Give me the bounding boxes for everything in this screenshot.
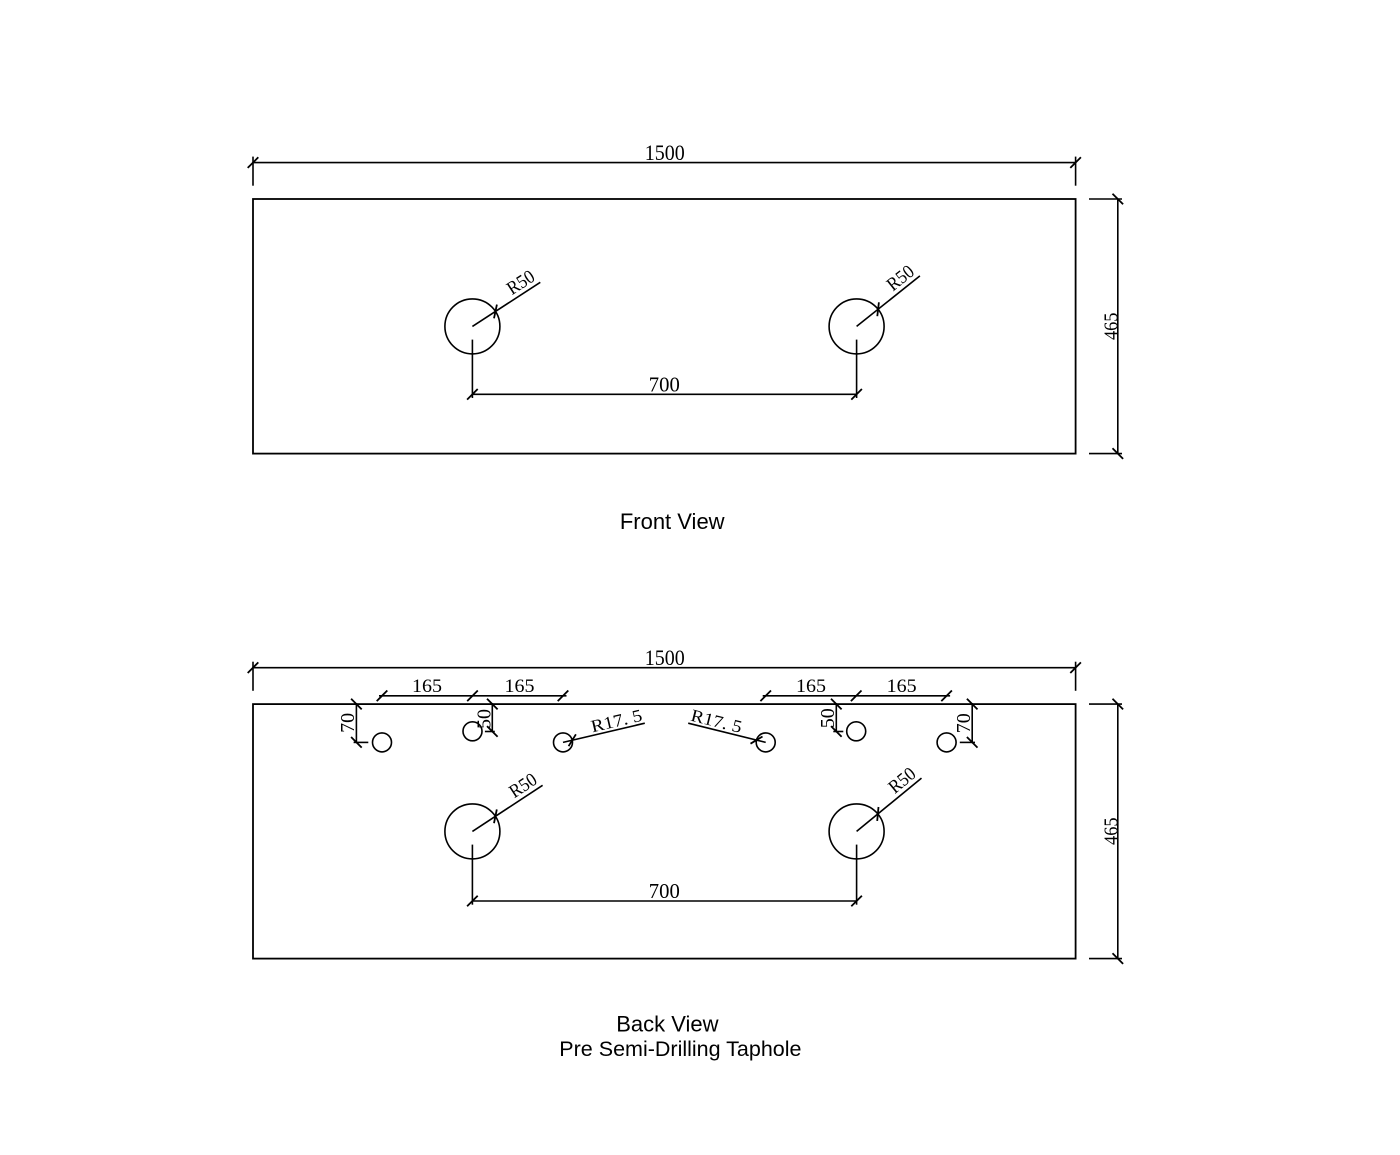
svg-text:700: 700 [649, 372, 680, 396]
svg-text:R17. 5: R17. 5 [589, 705, 644, 736]
svg-text:165: 165 [796, 677, 826, 697]
svg-text:700: 700 [649, 879, 680, 903]
svg-text:165: 165 [412, 677, 442, 697]
svg-text:70: 70 [338, 713, 359, 733]
svg-text:Pre Semi-Drilling Taphole: Pre Semi-Drilling Taphole [559, 1037, 801, 1061]
svg-text:50: 50 [818, 708, 839, 728]
svg-text:70: 70 [954, 713, 975, 733]
svg-text:1500: 1500 [645, 140, 685, 165]
svg-text:50: 50 [474, 709, 495, 729]
svg-text:465: 465 [1100, 817, 1122, 845]
svg-text:R50: R50 [505, 769, 541, 802]
svg-text:165: 165 [505, 677, 535, 697]
svg-text:R50: R50 [885, 764, 921, 799]
svg-text:R50: R50 [883, 261, 919, 296]
svg-text:1500: 1500 [645, 645, 685, 670]
svg-text:R50: R50 [503, 266, 539, 299]
svg-text:Back View: Back View [616, 1011, 718, 1036]
svg-text:165: 165 [887, 677, 917, 697]
svg-text:Front View: Front View [620, 509, 725, 534]
svg-text:R17. 5: R17. 5 [689, 705, 745, 737]
svg-text:465: 465 [1100, 313, 1122, 341]
